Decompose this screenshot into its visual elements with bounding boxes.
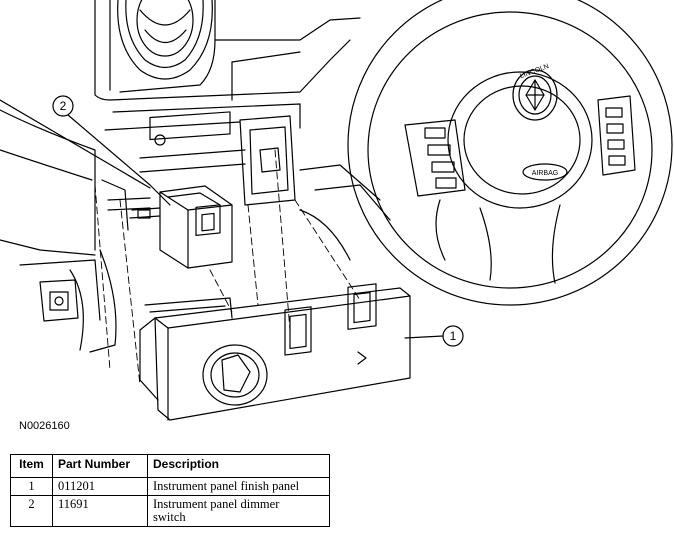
description-cell: Instrument panel dimmer switch — [147, 495, 330, 527]
emblem-text: LINCOLN — [519, 63, 550, 80]
figure-id: N0026160 — [19, 420, 70, 432]
description-cell: Instrument panel finish panel — [147, 477, 330, 496]
airbag-text: AIRBAG — [532, 170, 558, 177]
table-row: 1 011201 Instrument panel finish panel — [10, 477, 330, 496]
callout-2-number: 2 — [60, 99, 67, 113]
part-number-cell: 011201 — [52, 477, 148, 496]
description-line: Instrument panel dimmer — [153, 497, 280, 511]
finish-panel — [139, 283, 411, 421]
callout-1: 1 — [404, 325, 464, 347]
assembly-guide-lines — [94, 149, 361, 386]
dashboard-structure — [0, 0, 361, 353]
description-line: switch — [153, 510, 186, 524]
parts-table: Item Part Number Description 1 011201 In… — [10, 454, 330, 527]
column-header-part-number: Part Number — [52, 454, 148, 478]
air-vent — [117, 0, 213, 80]
column-header-item: Item — [10, 454, 53, 478]
dimmer-switch — [129, 185, 233, 269]
table-row: 2 11691 Instrument panel dimmer switch — [10, 495, 330, 527]
callout-2: 2 — [0, 95, 171, 206]
callout-1-number: 1 — [450, 329, 457, 343]
part-number-cell: 11691 — [52, 495, 148, 527]
table-header-row: Item Part Number Description — [10, 454, 330, 478]
item-cell: 1 — [10, 477, 53, 496]
right-spoke-controls — [597, 95, 636, 176]
column-header-description: Description — [147, 454, 330, 478]
headlamp-knob — [202, 344, 268, 406]
left-side-switch — [39, 279, 79, 322]
left-spoke-controls — [404, 119, 466, 197]
exploded-view-illustration: LINCOLN AIRBAG — [0, 0, 673, 421]
item-cell: 2 — [10, 495, 53, 527]
airbag-badge: AIRBAG — [522, 163, 568, 181]
steering-wheel: LINCOLN AIRBAG — [299, 0, 673, 306]
